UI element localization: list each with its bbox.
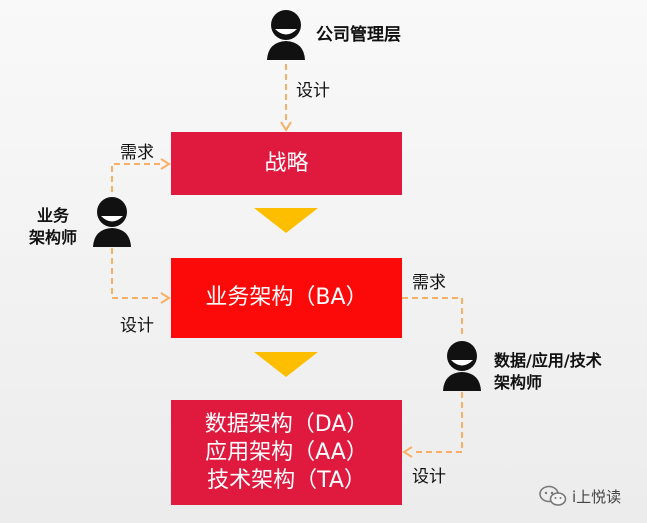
arrowhead-ba-left xyxy=(160,292,171,304)
role-business-architect-line-2: 架构师 xyxy=(28,228,77,247)
wechat-icon xyxy=(539,485,567,506)
technology-architecture-label: 技术架构（TA） xyxy=(207,467,366,493)
person-icon-management xyxy=(267,10,305,60)
flow-arrow-1 xyxy=(254,208,318,233)
role-business-architect-label: 业务 架构师 xyxy=(24,205,82,249)
arrowhead-strategy-top xyxy=(280,121,292,132)
strategy-box-label: 战略 xyxy=(264,150,309,176)
edge-label-tech-demand: 需求 xyxy=(412,273,446,293)
person-icon-business-architect xyxy=(93,197,131,247)
tech-architect-to-tech-box-line xyxy=(412,392,463,453)
edge-label-ba-design: 设计 xyxy=(120,316,154,336)
role-tech-architect-line-1: 数据/应用/技术 xyxy=(494,351,602,370)
ba-architect-to-ba-line xyxy=(111,248,161,299)
person-icon-tech-architect xyxy=(443,341,481,391)
strategy-box: 战略 xyxy=(171,132,402,195)
role-tech-architect-label: 数据/应用/技术 架构师 xyxy=(494,350,602,394)
ba-to-tech-architect-line xyxy=(402,297,463,335)
flow-arrow-2 xyxy=(254,352,318,377)
edge-label-tech-design: 设计 xyxy=(412,467,446,487)
edge-label-management-design: 设计 xyxy=(296,81,330,101)
business-architecture-box: 业务架构（BA） xyxy=(171,258,402,338)
role-business-architect-line-1: 业务 xyxy=(36,206,69,225)
role-management-label: 公司管理层 xyxy=(316,25,401,45)
data-architecture-label: 数据架构（DA） xyxy=(204,411,369,437)
watermark-text: i上悦读 xyxy=(572,488,622,506)
business-architecture-box-label: 业务架构（BA） xyxy=(205,285,368,310)
arrowhead-tech-right xyxy=(402,446,413,458)
application-architecture-label: 应用架构（AA） xyxy=(205,439,368,465)
ba-architect-to-strategy-line xyxy=(111,163,161,192)
edge-label-ba-demand: 需求 xyxy=(120,143,154,163)
arrowhead-strategy-left xyxy=(160,158,171,170)
role-tech-architect-line-2: 架构师 xyxy=(494,373,543,392)
tech-architecture-box: 数据架构（DA） 应用架构（AA） 技术架构（TA） xyxy=(171,400,402,505)
